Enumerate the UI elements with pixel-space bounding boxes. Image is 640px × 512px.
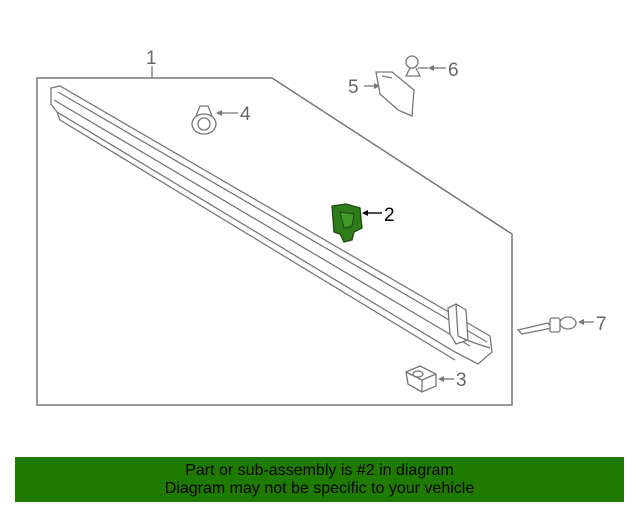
info-banner: Part or sub-assembly is #2 in diagram Di… bbox=[15, 457, 624, 502]
callout-3-label: 3 bbox=[456, 370, 467, 391]
callout-5-label: 5 bbox=[348, 77, 359, 98]
banner-line-2: Diagram may not be specific to your vehi… bbox=[164, 479, 475, 497]
callout-4-label: 4 bbox=[240, 104, 251, 125]
rocker-molding bbox=[50, 85, 493, 365]
parts-diagram: 1 4 5 6 2 bbox=[36, 48, 607, 406]
callout-7-label: 7 bbox=[596, 314, 607, 335]
callout-1-label: 1 bbox=[146, 48, 157, 69]
clip-part-6 bbox=[404, 55, 428, 77]
retainer-part-3 bbox=[405, 365, 437, 393]
clip-part-2-highlighted bbox=[331, 203, 363, 243]
banner-line-1: Part or sub-assembly is #2 in diagram bbox=[185, 461, 454, 479]
grommet-part-4 bbox=[191, 105, 217, 135]
rivet-part-7 bbox=[516, 316, 577, 335]
assembly-boundary bbox=[36, 77, 513, 406]
bracket-part-5 bbox=[375, 71, 415, 117]
callout-6-label: 6 bbox=[448, 60, 459, 81]
callout-2-label: 2 bbox=[384, 205, 395, 226]
